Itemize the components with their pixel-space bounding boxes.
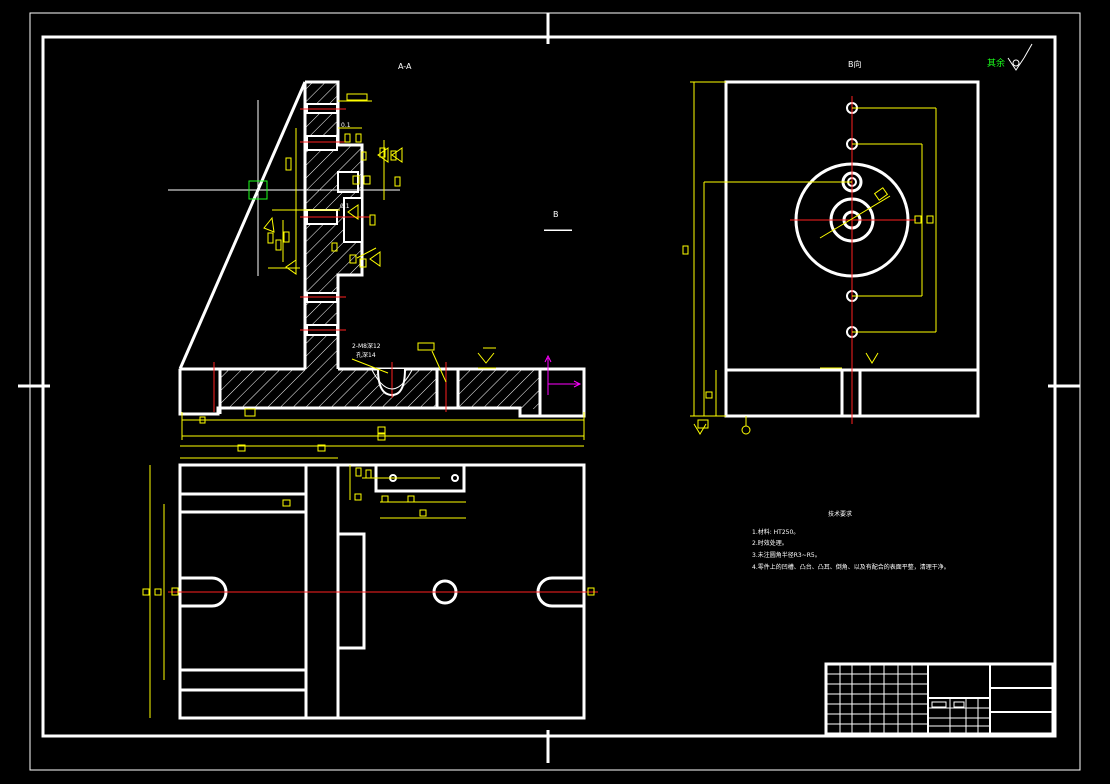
tech-requirements-title: 技术要求 — [828, 511, 853, 518]
rib-outline — [178, 81, 307, 370]
view-b-label: B向 — [848, 60, 862, 69]
tolerance-b: 0.1 — [340, 203, 350, 210]
tech-item-1: 1.材料: HT250。 — [752, 529, 800, 536]
outer-frame — [29, 12, 1081, 771]
section-aa-label: A-A — [398, 62, 412, 71]
inner-frame — [41, 35, 1057, 738]
title-block — [824, 662, 1055, 736]
section-b-underline — [544, 230, 572, 231]
surface-finish-label: 其余 — [987, 59, 1006, 69]
selection-marker — [248, 180, 268, 200]
plan-view — [142, 444, 598, 720]
view-b — [682, 80, 980, 435]
column-outline — [305, 80, 364, 369]
tech-item-3: 3.未注圆角半径R3~R5。 — [752, 552, 821, 559]
hole-note-line1: 2-M8深12 — [352, 343, 381, 350]
hatch-column — [306, 82, 338, 370]
base-outline — [178, 367, 586, 418]
surface-finish-symbol — [1007, 43, 1033, 71]
hole-note-line2: 孔深14 — [356, 352, 376, 359]
tolerance-a: 0.1 — [341, 122, 351, 129]
tech-item-4: 4.零件上的凹槽、凸台、凸耳、倒角、以及有配合的表面平整，清理干净。 — [752, 564, 950, 571]
tech-item-2: 2.时效处理。 — [752, 540, 788, 547]
center-marks — [18, 13, 1080, 763]
section-aa-view — [168, 80, 586, 441]
hatch-base-right — [458, 369, 540, 409]
section-b-label: B — [553, 210, 559, 219]
